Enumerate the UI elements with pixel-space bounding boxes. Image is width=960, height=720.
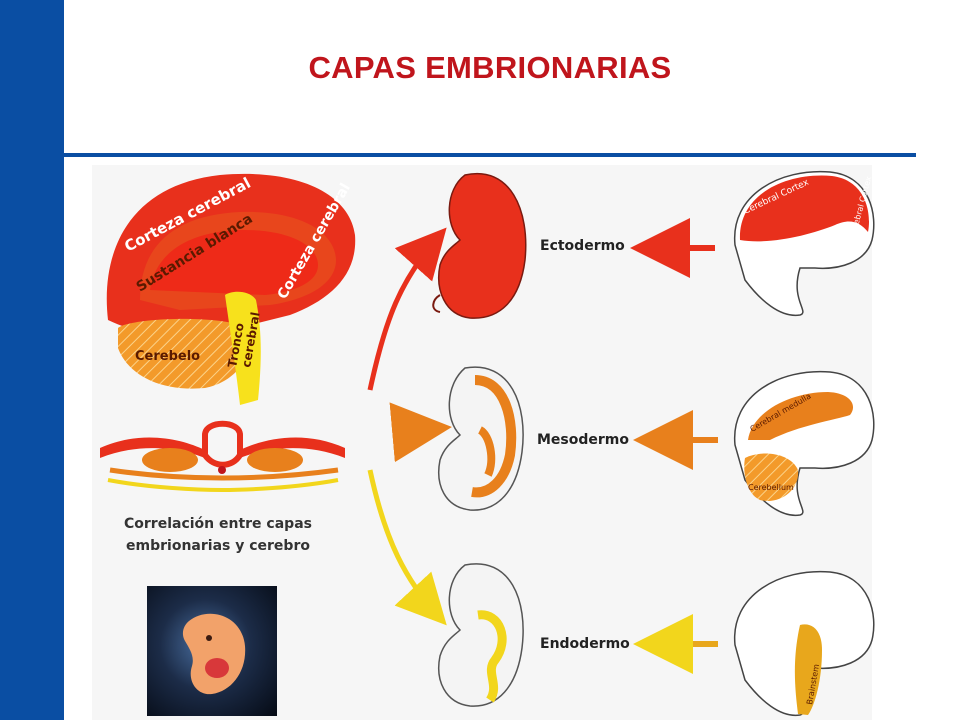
arrow-ectoderm-curve bbox=[367, 227, 447, 391]
right-brain-cortex: Cerebral Cortex Cerebral Cortex bbox=[734, 170, 875, 316]
label-cerebelo: Cerebelo bbox=[135, 349, 200, 364]
left-brain-illustration: Corteza cerebral Sustancia blanca Cortez… bbox=[106, 174, 356, 405]
embryo-endoderm bbox=[438, 563, 524, 707]
embryo-ectoderm bbox=[432, 172, 527, 319]
embryo-photo-shape bbox=[182, 613, 246, 695]
brainstem-shape bbox=[225, 291, 261, 405]
layer-label-endodermo: Endodermo bbox=[540, 636, 630, 652]
right-brain-endoderm: Brainstem bbox=[734, 570, 875, 716]
label-cerebellum: Cerebellum bbox=[748, 483, 794, 492]
correlation-arrows bbox=[367, 227, 452, 626]
caption-line-2: embrionarias y cerebro bbox=[126, 538, 310, 554]
slide-title: CAPAS EMBRIONARIAS bbox=[308, 50, 672, 85]
embryo-photo bbox=[147, 586, 277, 716]
layer-label-mesodermo: Mesodermo bbox=[537, 432, 629, 448]
embryo-mesoderm bbox=[438, 366, 524, 511]
layer-label-ectodermo: Ectodermo bbox=[540, 238, 625, 254]
arrow-endoderm-curve bbox=[367, 469, 447, 626]
left-accent-bar bbox=[0, 0, 64, 720]
arrow-mesoderm-straight bbox=[389, 402, 452, 463]
title-divider bbox=[64, 153, 916, 157]
caption-line-1: Correlación entre capas bbox=[124, 516, 312, 532]
right-brain-mesoderm: Cerebral medulla Cerebellum bbox=[734, 370, 875, 516]
neural-tube-section bbox=[100, 420, 345, 493]
right-arrows bbox=[630, 218, 718, 674]
cerebellum-shape bbox=[118, 318, 249, 389]
